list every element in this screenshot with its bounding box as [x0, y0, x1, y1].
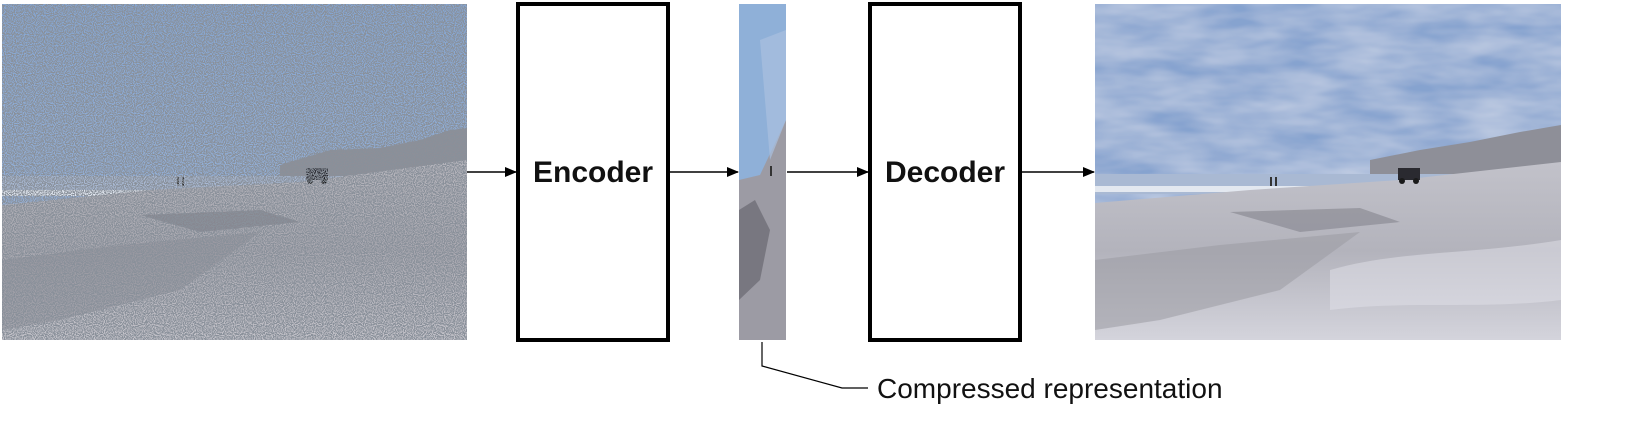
noisy-input-image: [2, 4, 467, 340]
compressed-representation-image: [739, 4, 786, 340]
decoder-label: Decoder: [885, 156, 1005, 189]
compressed-caption: Compressed representation: [877, 373, 1223, 404]
reconstructed-output-image: [1095, 4, 1561, 340]
encoder-label: Encoder: [533, 156, 653, 189]
decoder-box: [868, 2, 1022, 342]
encoder-box: [516, 2, 670, 342]
compressed-callout-line: [761, 342, 868, 389]
